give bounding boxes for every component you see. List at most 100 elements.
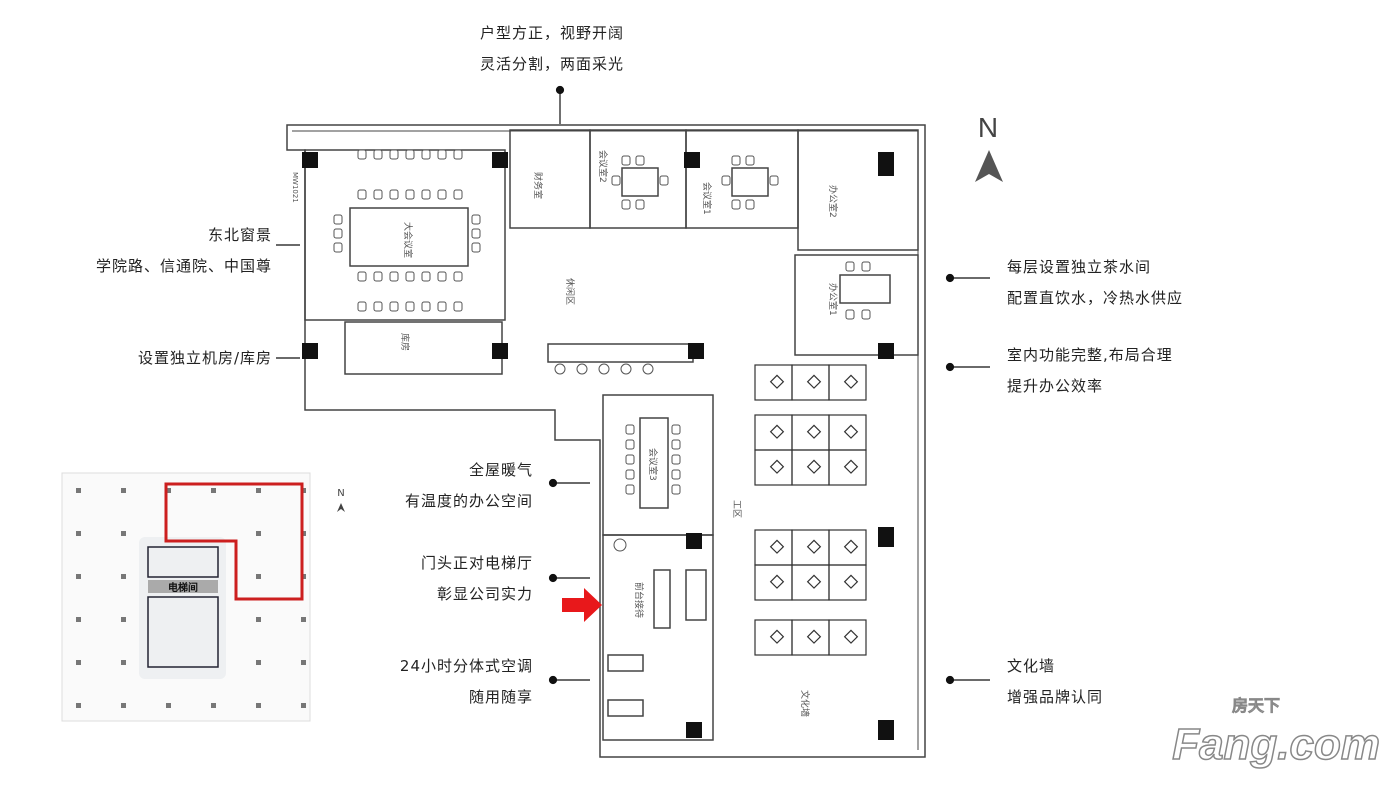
room-label-large-meeting: 大会议室 <box>402 222 414 258</box>
chair-icon <box>333 242 343 253</box>
room-label-office1: 办公室1 <box>827 283 839 316</box>
callout-line: 东北窗景 <box>207 226 272 244</box>
column-dot <box>256 531 261 536</box>
callout-top: 户型方正，视野开阔 灵活分割，两面采光 <box>480 23 624 74</box>
column-dot <box>256 574 261 579</box>
column-dot <box>211 703 216 708</box>
workstation <box>828 364 867 401</box>
column-dot <box>76 488 81 493</box>
chair-icon <box>745 199 755 210</box>
chair-icon <box>471 228 481 239</box>
workstation <box>754 529 793 566</box>
workstation <box>828 619 867 656</box>
workstation <box>791 529 830 566</box>
office-2 <box>797 129 919 251</box>
callout-line: 室内功能完整,布局合理 <box>1007 346 1173 364</box>
callout-tea-room: 每层设置独立茶水间 配置直饮水，冷热水供应 <box>1007 257 1183 308</box>
chair-icon <box>621 199 631 210</box>
workstation <box>791 414 830 451</box>
workstation <box>791 364 830 401</box>
column-dot <box>121 488 126 493</box>
column-dot <box>121 703 126 708</box>
room-label-meeting1: 会议室1 <box>701 182 713 215</box>
chair-icon <box>453 271 463 282</box>
workstation <box>828 529 867 566</box>
elevator-hall-label: 电梯间 <box>168 581 198 594</box>
workstation <box>754 414 793 451</box>
column-dot <box>76 703 81 708</box>
column-dot <box>76 617 81 622</box>
chair-icon <box>745 155 755 166</box>
callout-line: 门头正对电梯厅 <box>420 554 533 572</box>
workstation <box>791 449 830 486</box>
chair-icon <box>405 149 415 160</box>
chair-icon <box>621 155 631 166</box>
workstation <box>828 414 867 451</box>
room-label-culture-wall: 文化墙 <box>799 690 811 717</box>
chair-icon <box>421 301 431 312</box>
chair-icon <box>453 301 463 312</box>
callout-line: 户型方正，视野开阔 <box>480 24 625 42</box>
chair-icon <box>611 175 621 186</box>
callout-northeast-view: 东北窗景 学院路、信通院、中国尊 <box>96 225 272 276</box>
callout-server-room: 设置独立机房/库房 <box>138 348 272 368</box>
chair-icon <box>671 469 681 480</box>
chair-icon <box>625 439 635 450</box>
chair-icon <box>671 454 681 465</box>
chair-icon <box>453 149 463 160</box>
column-dot <box>256 488 261 493</box>
chair-icon <box>373 189 383 200</box>
chair-icon <box>405 301 415 312</box>
chair-icon <box>453 189 463 200</box>
column-dot <box>301 703 306 708</box>
chair-icon <box>845 261 855 272</box>
chair-icon <box>357 271 367 282</box>
chair-icon <box>845 309 855 320</box>
callout-line: 增强品牌认同 <box>1007 688 1104 706</box>
chair-icon <box>421 149 431 160</box>
chair-icon <box>671 424 681 435</box>
chair-icon <box>389 149 399 160</box>
chair-icon <box>437 271 447 282</box>
workstation <box>754 564 793 601</box>
chair-icon <box>731 155 741 166</box>
chair-icon <box>405 189 415 200</box>
callout-line: 配置直饮水，冷热水供应 <box>1007 289 1184 307</box>
column-dot <box>166 703 171 708</box>
chair-icon <box>405 271 415 282</box>
chair-icon <box>389 271 399 282</box>
column-dot <box>121 660 126 665</box>
chair-icon <box>625 424 635 435</box>
column-dot <box>301 660 306 665</box>
callout-heating: 全屋暖气 有温度的办公空间 <box>405 460 533 511</box>
key-plan: 电梯间 N <box>61 472 345 722</box>
chair-icon <box>625 454 635 465</box>
chair-icon <box>635 199 645 210</box>
chair-icon <box>671 439 681 450</box>
callout-line: 设置独立机房/库房 <box>137 349 272 367</box>
watermark-cn: 房天下 <box>1231 696 1281 715</box>
callout-line: 提升办公效率 <box>1007 377 1104 395</box>
keyplan-north-icon <box>337 503 345 512</box>
callout-entrance: 门头正对电梯厅 彰显公司实力 <box>421 553 533 604</box>
chair-icon <box>769 175 779 186</box>
column-dot <box>121 574 126 579</box>
storage-room <box>344 321 503 375</box>
column-dot <box>256 660 261 665</box>
column-dot <box>166 488 171 493</box>
column-dot <box>121 617 126 622</box>
room-label-lounge: 休闲区 <box>564 278 576 305</box>
room-label-reception: 前台接待 <box>633 582 645 618</box>
callout-ac: 24小时分体式空调 随用随享 <box>400 656 533 707</box>
chair-icon <box>625 484 635 495</box>
room-label-work-area: 工区 <box>731 500 742 518</box>
chair-icon <box>357 189 367 200</box>
chair-icon <box>861 261 871 272</box>
callout-culture-wall: 文化墙 增强品牌认同 <box>1007 656 1103 707</box>
chair-icon <box>373 149 383 160</box>
chair-icon <box>437 149 447 160</box>
callout-line: 文化墙 <box>1007 657 1056 675</box>
room-label-office2: 办公室2 <box>827 185 839 218</box>
workstation <box>828 449 867 486</box>
